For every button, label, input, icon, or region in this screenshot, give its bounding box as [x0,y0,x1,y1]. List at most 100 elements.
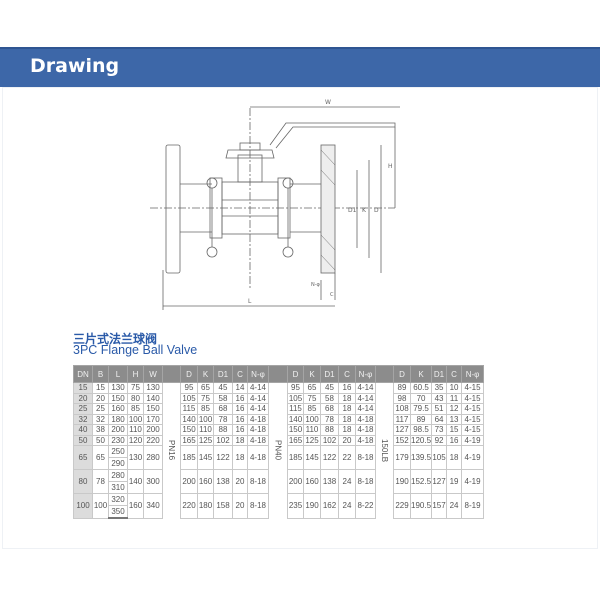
table-cell: 140 [143,392,163,404]
table-cell: 110 [197,424,214,436]
table-cell: 68 [320,403,339,415]
table-cell: 190 [303,493,321,519]
table-cell: 35 [431,382,448,394]
table-cell: 140 [180,413,198,425]
table-cell: 200 [143,424,163,436]
table-title-chinese: 三片式法兰球阀 [73,332,158,346]
left-flange [165,144,181,274]
table-cell: 140 [127,469,144,494]
table-cell: 85 [127,403,144,415]
table-cell: 4-15 [461,392,485,404]
table-cell: 50 [92,434,109,446]
dim-label-k: K [362,207,367,214]
table-cell: 4-19 [461,469,485,494]
table-cell: 300 [143,469,163,494]
table-cell: 340 [143,493,163,519]
table-cell: 4-19 [461,445,485,470]
table-cell: 89 [409,413,433,425]
table-cell: 102 [320,434,339,446]
table-cell: 8-18 [247,493,269,519]
table-cell: 150 [108,392,128,404]
table-cell: 152.5 [409,469,433,494]
table-cell: 16 [232,413,248,425]
column-header: D [393,365,411,383]
table-cell: 100 [73,493,93,519]
table-cell: 24 [446,493,463,519]
stem-housing [237,154,263,183]
table-cell: 75 [197,392,214,404]
table-cell: 12 [446,403,463,415]
column-header: L [108,365,128,383]
column-header: D1 [320,365,339,383]
dim-label-w: W [325,99,331,106]
column-header: D [287,365,304,383]
column-header: N-φ [247,365,269,383]
table-cell: 11 [446,392,463,404]
table-title-english: 3PC Flange Ball Valve [73,343,198,357]
table-cell: 150LB [375,382,394,518]
table-cell: 185 [287,445,304,470]
table-cell: 92 [431,434,448,446]
table-cell: 125 [197,434,214,446]
table-cell: 162 [320,493,339,519]
table-cell: 150 [180,424,198,436]
column-header: K [409,365,433,383]
table-cell: 98 [393,392,411,404]
table-cell: 16 [232,403,248,415]
table-cell: 4-19 [461,434,485,446]
valve-drawing: W H D K D1 N-φ C L [150,99,400,310]
table-cell: 150 [143,403,163,415]
table-cell: 190.5 [409,493,433,519]
table-cell: 89 [393,382,411,394]
column-header: C [232,365,248,383]
table-cell: 122 [320,445,339,470]
table-cell: 79.5 [409,403,433,415]
table-cell: 8-18 [355,469,376,494]
table-cell: 280 [108,469,128,482]
table-cell: 70 [409,392,433,404]
table-cell: 16 [232,392,248,404]
table-cell: 18 [338,403,356,415]
table-cell: 65 [73,445,93,470]
column-header: K [303,365,321,383]
table-cell: 65 [303,382,321,394]
column-header: C [446,365,463,383]
dim-label-n: N-φ [311,282,321,288]
column-header: B [92,365,109,383]
table-cell: 16 [232,424,248,436]
table-cell: 78 [92,469,109,494]
dim-label-d1: D1 [348,207,357,214]
table-cell: 95 [287,382,304,394]
table-cell: 78 [320,413,339,425]
table-cell: 20 [73,392,93,404]
table-cell: 100 [303,413,321,425]
table-cell: 127 [431,469,448,494]
column-header [375,365,394,383]
table-cell: 13 [446,413,463,425]
table-cell: 25 [73,403,93,415]
table-cell: 10 [446,382,463,394]
table-cell: 4-14 [247,392,269,404]
table-cell: 4-18 [247,434,269,446]
table-cell: 4-18 [247,413,269,425]
table-cell: 138 [320,469,339,494]
table-cell: 25 [92,403,109,415]
table-cell: 250 [108,445,128,458]
table-cell: 290 [108,457,128,470]
column-header: K [197,365,214,383]
table-cell: 24 [338,469,356,494]
table-cell: 105 [431,445,448,470]
table-cell: 32 [92,413,109,425]
table-cell: 95 [180,382,198,394]
column-header: H [127,365,144,383]
table-cell: 165 [180,434,198,446]
table-cell: 350 [108,505,128,519]
bolt [282,177,294,189]
dim-label-d: D [374,207,379,214]
table-cell: 130 [127,445,144,470]
table-cell: 16 [338,382,356,394]
table-cell: 4-15 [461,382,485,394]
table-cell: 98.5 [409,424,433,436]
